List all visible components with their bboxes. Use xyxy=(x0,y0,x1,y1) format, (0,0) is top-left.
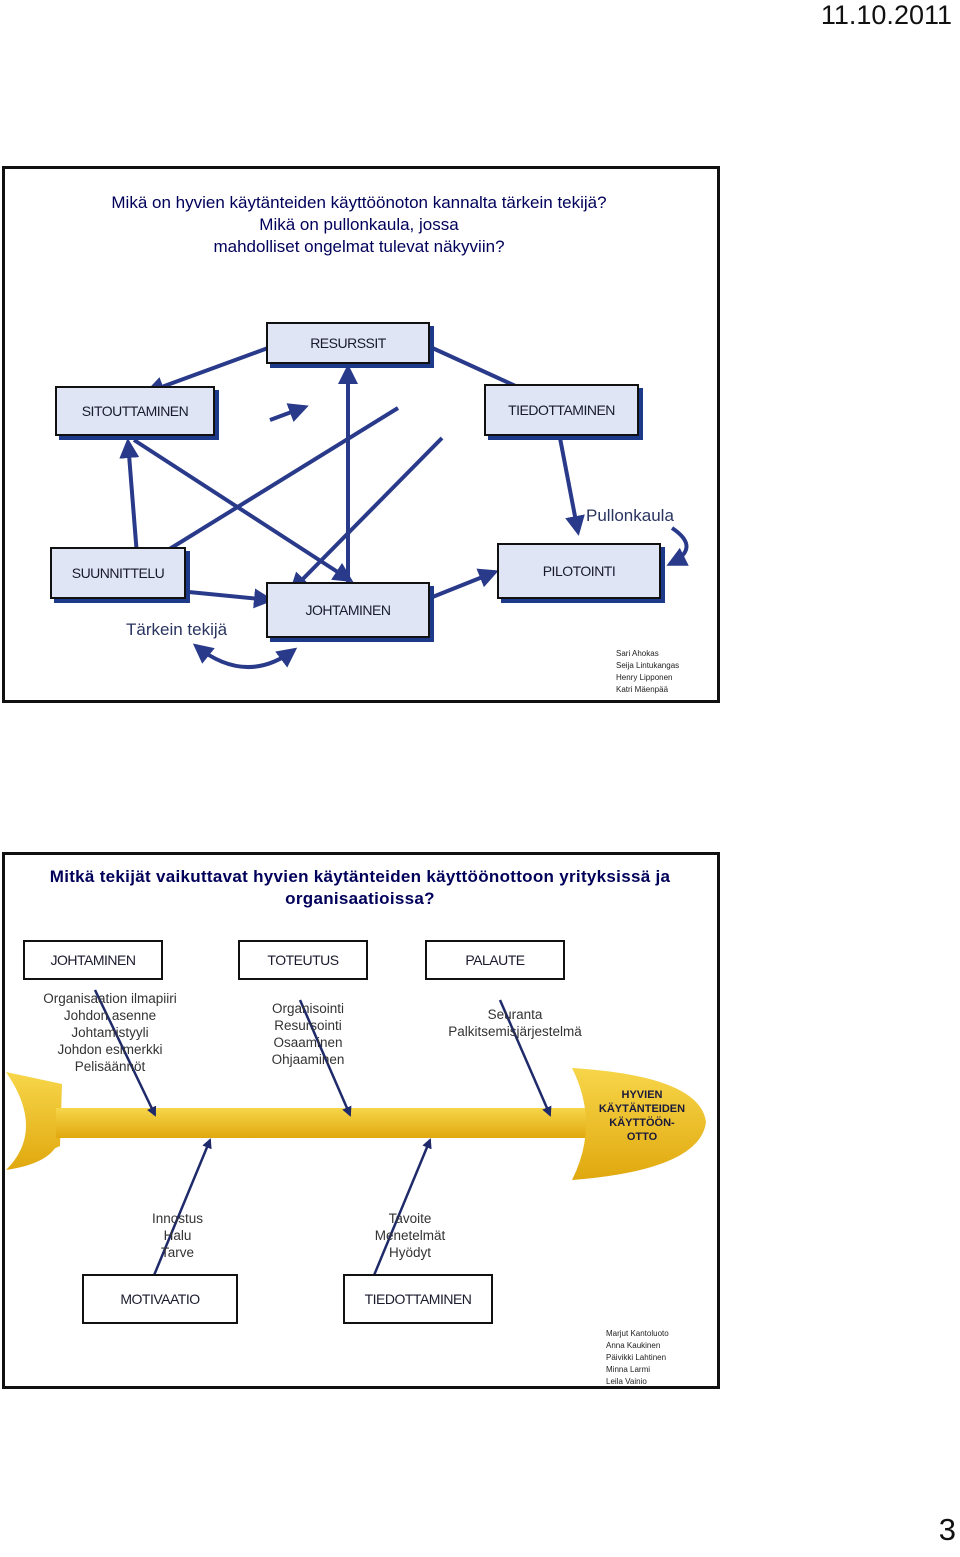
list-item: Resursointi xyxy=(274,1018,342,1033)
box-motivaatio: MOTIVAATIO xyxy=(82,1274,238,1324)
bone-palaute xyxy=(498,999,552,1117)
question-line-1: Mikä on hyvien käytänteiden käyttöönoton… xyxy=(111,193,607,212)
author: Anna Kaukinen xyxy=(606,1341,661,1350)
arrow-tiedottaminen-johtaminen xyxy=(289,436,444,593)
box-johtaminen-2: JOHTAMINEN xyxy=(23,940,163,980)
fish-head xyxy=(572,1068,706,1180)
arrow-tiedottaminen-pilotointi xyxy=(558,437,585,536)
list-tiedottaminen: Tavoite Menetelmät Hyödyt xyxy=(355,1210,465,1261)
fish-tail-fill xyxy=(6,1072,62,1170)
list-item: Pelisäännöt xyxy=(74,1059,146,1074)
head-line: OTTO xyxy=(626,1131,658,1143)
list-johtaminen: Organisaation ilmapiiri Johdon asenne Jo… xyxy=(30,990,190,1075)
arrow-sitouttaminen-johtaminen xyxy=(132,438,354,583)
question-line-1: Mitkä tekijät vaikuttavat hyvien käytänt… xyxy=(49,867,671,886)
author: Minna Larmi xyxy=(606,1365,651,1374)
author: Marjut Kantoluoto xyxy=(606,1329,669,1338)
list-motivaatio: Innostus Halu Tarve xyxy=(130,1210,225,1261)
box-toteutus: TOTEUTUS xyxy=(238,940,368,980)
curved-arrow-pullonkaula xyxy=(666,526,689,566)
head-line: KÄYTTÖÖN- xyxy=(609,1117,675,1129)
list-item: Organisaation ilmapiiri xyxy=(43,991,177,1006)
arrow-resurssit-sitouttaminen xyxy=(144,346,269,396)
label-pullonkaula: Pullonkaula xyxy=(586,506,674,525)
list-item: Halu xyxy=(163,1228,192,1243)
box-johtaminen: JOHTAMINEN xyxy=(266,582,430,638)
box-tiedottaminen: TIEDOTTAMINEN xyxy=(484,384,639,436)
author: Päivikki Lahtinen xyxy=(606,1353,667,1362)
head-line: KÄYTÄNTEIDEN xyxy=(598,1103,686,1115)
bone-johtaminen xyxy=(93,989,157,1117)
slide2-authors: Marjut Kantoluoto Anna Kaukinen Päivikki… xyxy=(606,1328,669,1388)
question-line-2: Mikä on pullonkaula, jossa xyxy=(259,215,459,234)
box-suunnittelu: SUUNNITTELU xyxy=(50,547,186,599)
arrow-johtaminen-pilotointi xyxy=(429,568,499,600)
fishbone-diagram xyxy=(6,989,706,1286)
question-line-3: mahdolliset ongelmat tulevat näkyviin? xyxy=(213,237,505,256)
list-item: Organisointi xyxy=(271,1001,345,1016)
list-item: Osaaminen xyxy=(273,1035,343,1050)
author: Leila Vainio xyxy=(606,1377,647,1386)
fish-spine xyxy=(56,1108,586,1138)
list-item: Palkitsemisjärjestelmä xyxy=(448,1024,582,1039)
list-item: Seuranta xyxy=(487,1007,543,1022)
list-item: Tarve xyxy=(160,1245,194,1260)
arrow-tiedottaminen-suunnittelu xyxy=(138,406,400,569)
curved-arrow-tarkein xyxy=(192,643,298,670)
list-item: Johdon esimerkki xyxy=(57,1042,163,1057)
box-resurssit: RESURSSIT xyxy=(266,322,430,364)
author: Katri Mäenpää xyxy=(616,685,669,694)
list-item: Innostus xyxy=(151,1211,204,1226)
author: Henry Lipponen xyxy=(616,673,673,682)
list-item: Johtamistyyli xyxy=(71,1025,149,1040)
list-item: Ohjaaminen xyxy=(271,1052,345,1067)
fish-head-label: HYVIEN KÄYTÄNTEIDEN KÄYTTÖÖN- OTTO xyxy=(588,1088,696,1144)
label-tarkein-tekija: Tärkein tekijä xyxy=(126,620,228,639)
box-palaute: PALAUTE xyxy=(425,940,565,980)
list-item: Hyödyt xyxy=(388,1245,432,1260)
box-sitouttaminen: SITOUTTAMINEN xyxy=(55,386,215,436)
list-item: Tavoite xyxy=(388,1211,432,1226)
bone-tiedottaminen xyxy=(368,1138,432,1286)
list-palaute: Seuranta Palkitsemisjärjestelmä xyxy=(440,1006,590,1040)
question-line-2: organisaatioissa? xyxy=(285,889,435,908)
network-arrows xyxy=(119,344,689,670)
slide1-authors: Sari Ahokas Seija Lintukangas Henry Lipp… xyxy=(616,648,679,696)
slide2-question: Mitkä tekijät vaikuttavat hyvien käytänt… xyxy=(20,866,700,910)
slide1-question: Mikä on hyvien käytänteiden käyttöönoton… xyxy=(0,192,718,258)
list-item: Johdon asenne xyxy=(63,1008,157,1023)
box-tiedottaminen-2: TIEDOTTAMINEN xyxy=(343,1274,493,1324)
author: Seija Lintukangas xyxy=(616,661,680,670)
bone-toteutus xyxy=(298,999,352,1117)
page-number: 3 xyxy=(938,1512,956,1547)
bone-motivaatio xyxy=(148,1138,212,1286)
date-label: 11.10.2011 xyxy=(820,0,952,30)
box-pilotointi: PILOTOINTI xyxy=(497,543,661,599)
head-line: HYVIEN xyxy=(621,1089,663,1101)
author: Sari Ahokas xyxy=(616,649,659,658)
list-item: Menetelmät xyxy=(374,1228,446,1243)
arrow-to-tiedottaminen xyxy=(269,403,309,422)
list-toteutus: Organisointi Resursointi Osaaminen Ohjaa… xyxy=(244,1000,372,1068)
